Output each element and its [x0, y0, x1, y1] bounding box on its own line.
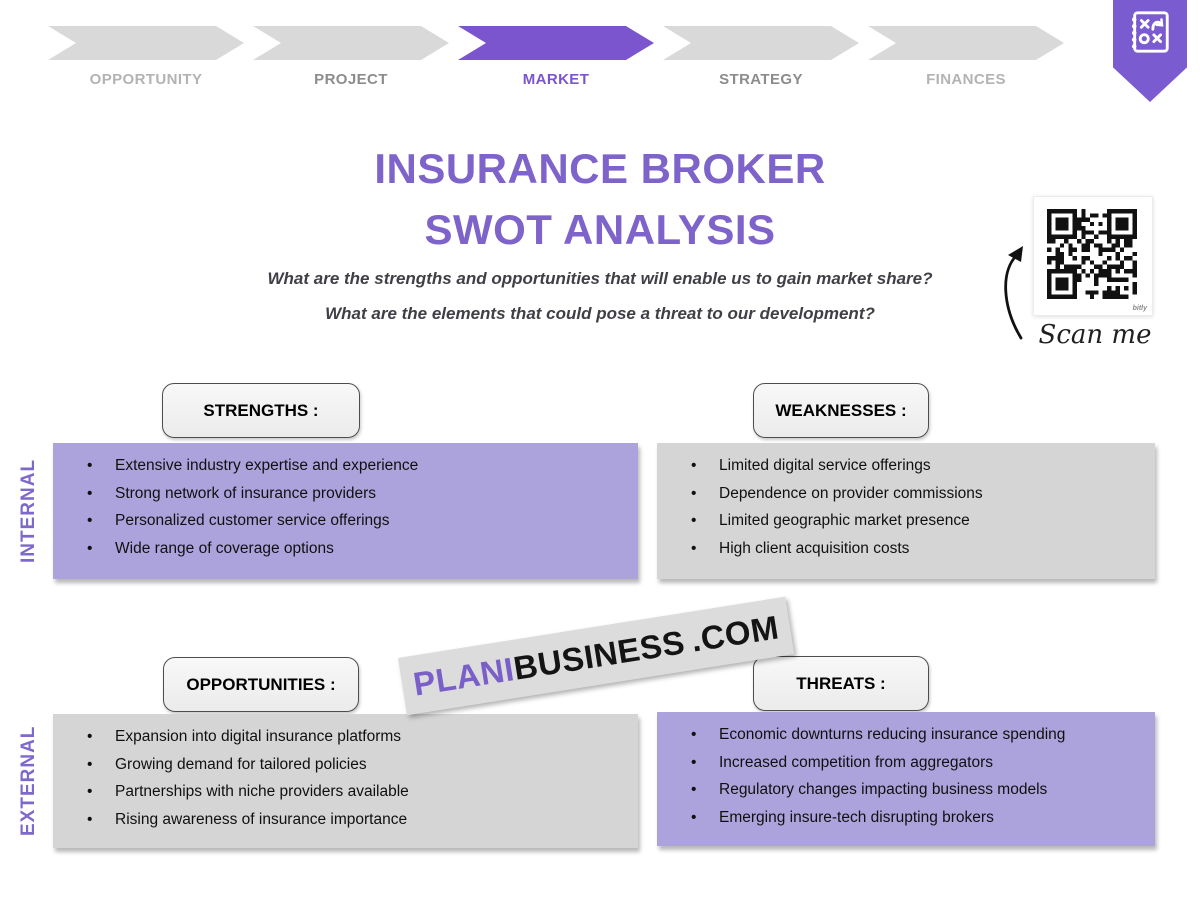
step-label-strategy: STRATEGY: [719, 71, 803, 88]
weaknesses-list: Limited digital service offeringsDepende…: [657, 443, 1155, 558]
scan-me-caption: Scan me: [1038, 320, 1152, 350]
list-item: Dependence on provider commissions: [657, 484, 1147, 503]
strategy-playbook-icon: [1131, 11, 1169, 53]
chevron-arrow-active[interactable]: [458, 26, 654, 60]
strengths-panel: Extensive industry expertise and experie…: [53, 443, 638, 579]
step-label-opportunity: OPPORTUNITY: [89, 71, 203, 88]
list-item: Rising awareness of insurance importance: [53, 810, 630, 829]
list-item: Limited digital service offerings: [657, 456, 1147, 475]
qr-provider-label: bitly: [1132, 305, 1147, 312]
qr-code-icon: [1047, 209, 1137, 299]
list-item: Wide range of coverage options: [53, 539, 630, 558]
watermark-brand-part3: .COM: [688, 608, 782, 659]
qr-card: bitly: [1033, 196, 1153, 316]
list-item: Increased competition from aggregators: [657, 753, 1147, 772]
page-title-line2: SWOT ANALYSIS: [424, 206, 776, 253]
weaknesses-panel: Limited digital service offeringsDepende…: [657, 443, 1155, 579]
list-item: Growing demand for tailored policies: [53, 755, 630, 774]
threats-header-box: THREATS :: [753, 656, 929, 711]
step-finances[interactable]: FINANCES: [868, 26, 1064, 88]
watermark-brand-part2: BUSINESS: [510, 623, 688, 687]
chevron-arrow[interactable]: [253, 26, 449, 60]
weaknesses-header-box: WEAKNESSES :: [753, 383, 929, 438]
list-item: Regulatory changes impacting business mo…: [657, 780, 1147, 799]
brand-ribbon: [1113, 0, 1187, 102]
threats-panel: Economic downturns reducing insurance sp…: [657, 712, 1155, 846]
step-strategy[interactable]: STRATEGY: [663, 26, 859, 88]
step-label-market: MARKET: [522, 71, 590, 88]
watermark-brand-part1: PLANI: [410, 650, 517, 703]
list-item: Personalized customer service offerings: [53, 511, 630, 530]
strengths-header-box: STRENGTHS :: [162, 383, 360, 438]
strengths-list: Extensive industry expertise and experie…: [53, 443, 638, 558]
step-opportunity[interactable]: OPPORTUNITY: [48, 26, 244, 88]
chevron-arrow[interactable]: [48, 26, 244, 60]
internal-row-label: INTERNAL: [18, 458, 39, 564]
step-market-active[interactable]: MARKET: [458, 26, 654, 88]
process-stepper: OPPORTUNITY PROJECT MARKET STRATEGY FINA…: [48, 26, 1064, 88]
list-item: Strong network of insurance providers: [53, 484, 630, 503]
step-label-finances: FINANCES: [926, 71, 1006, 88]
list-item: Emerging insure-tech disrupting brokers: [657, 808, 1147, 827]
list-item: Extensive industry expertise and experie…: [53, 456, 630, 475]
external-row-label: EXTERNAL: [18, 725, 39, 837]
step-label-project: PROJECT: [314, 71, 388, 88]
chevron-arrow[interactable]: [663, 26, 859, 60]
list-item: Limited geographic market presence: [657, 511, 1147, 530]
curved-arrow-icon: [1004, 246, 1023, 340]
opportunities-header-box: OPPORTUNITIES :: [163, 657, 359, 712]
list-item: Economic downturns reducing insurance sp…: [657, 725, 1147, 744]
list-item: Expansion into digital insurance platfor…: [53, 727, 630, 746]
opportunities-panel: Expansion into digital insurance platfor…: [53, 714, 638, 848]
list-item: Partnerships with niche providers availa…: [53, 782, 630, 801]
chevron-arrow[interactable]: [868, 26, 1064, 60]
opportunities-list: Expansion into digital insurance platfor…: [53, 714, 638, 829]
subtitle-question-1: What are the strengths and opportunities…: [267, 269, 933, 288]
list-item: High client acquisition costs: [657, 539, 1147, 558]
step-project[interactable]: PROJECT: [253, 26, 449, 88]
page-title-line1: INSURANCE BROKER: [374, 145, 826, 192]
subtitle-question-2: What are the elements that could pose a …: [325, 304, 875, 323]
threats-list: Economic downturns reducing insurance sp…: [657, 712, 1155, 827]
page-title: INSURANCE BROKER SWOT ANALYSIS: [0, 138, 1200, 260]
